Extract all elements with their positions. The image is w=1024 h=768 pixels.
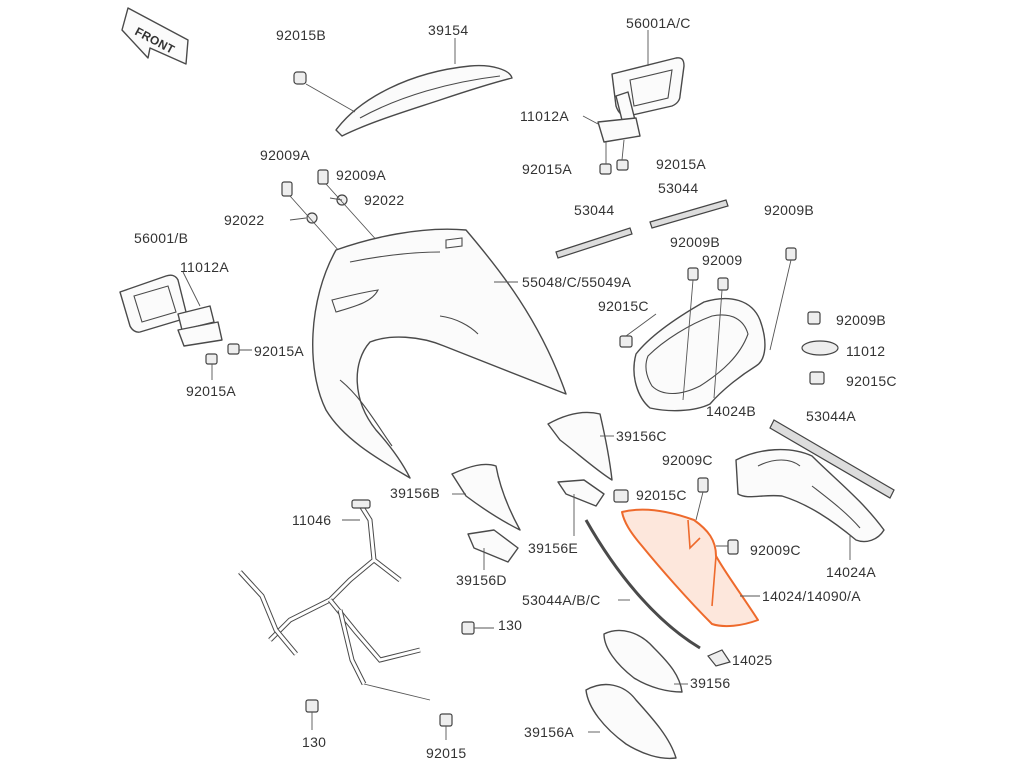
part-92015C-clip-right[interactable] bbox=[809, 371, 825, 385]
part-14025[interactable] bbox=[707, 649, 731, 667]
part-55048-upper-cowl[interactable] bbox=[312, 228, 567, 479]
label-53044A[interactable]: 53044A bbox=[806, 408, 856, 424]
label-92009A-l[interactable]: 92009A bbox=[260, 147, 310, 163]
label-39156D[interactable]: 39156D bbox=[456, 572, 507, 588]
part-14024B-inner-panel[interactable] bbox=[633, 297, 766, 412]
part-92015C-clip-mid[interactable] bbox=[613, 489, 629, 503]
label-130-r[interactable]: 130 bbox=[498, 617, 522, 633]
label-11012A-left[interactable]: 11012A bbox=[180, 259, 229, 275]
part-39156C[interactable] bbox=[547, 411, 613, 481]
part-39156E[interactable] bbox=[557, 479, 605, 507]
label-92015C-mid[interactable]: 92015C bbox=[636, 487, 687, 503]
part-53044-strip-2[interactable] bbox=[649, 199, 729, 229]
label-11012[interactable]: 11012 bbox=[846, 343, 885, 359]
label-14024B[interactable]: 14024B bbox=[706, 403, 756, 419]
label-14024A[interactable]: 14024A bbox=[826, 564, 876, 580]
label-92015A-left1[interactable]: 92015A bbox=[254, 343, 304, 359]
label-92015C-r[interactable]: 92015C bbox=[846, 373, 897, 389]
part-92015-nut[interactable] bbox=[439, 713, 453, 727]
part-56001A-mirror[interactable] bbox=[597, 57, 685, 143]
part-39156B[interactable] bbox=[451, 463, 521, 531]
part-53044-strip-1[interactable] bbox=[555, 227, 633, 259]
part-92022-washer-2[interactable] bbox=[306, 212, 318, 224]
label-92009C-r[interactable]: 92009C bbox=[750, 542, 801, 558]
part-92009B-bolt-mid[interactable] bbox=[687, 267, 699, 281]
label-92009C-top[interactable]: 92009C bbox=[662, 452, 713, 468]
label-14024-14090A[interactable]: 14024/14090/A bbox=[762, 588, 861, 604]
label-39156[interactable]: 39156 bbox=[690, 675, 730, 691]
label-39156A[interactable]: 39156A bbox=[524, 724, 574, 740]
label-53044-a[interactable]: 53044 bbox=[574, 202, 614, 218]
label-92022-r[interactable]: 92022 bbox=[364, 192, 404, 208]
label-92015A-left2[interactable]: 92015A bbox=[186, 383, 236, 399]
label-39154[interactable]: 39154 bbox=[428, 22, 468, 38]
part-14024-14090A-highlighted[interactable] bbox=[621, 508, 759, 628]
part-labels: 92015B 39154 56001A/C 11012A 92015A 9201… bbox=[134, 15, 897, 761]
label-56001AC[interactable]: 56001A/C bbox=[626, 15, 691, 31]
front-arrow-icon: FRONT bbox=[121, 7, 189, 65]
part-92009B-bolt-top[interactable] bbox=[785, 247, 797, 261]
part-92009A-bolt-1[interactable] bbox=[281, 181, 293, 197]
label-92015B[interactable]: 92015B bbox=[276, 27, 326, 43]
part-92015A-nut-2[interactable] bbox=[616, 159, 629, 171]
label-39156B[interactable]: 39156B bbox=[390, 485, 440, 501]
label-92015A-l[interactable]: 92015A bbox=[522, 161, 572, 177]
label-130-l[interactable]: 130 bbox=[302, 734, 326, 750]
label-39156E[interactable]: 39156E bbox=[528, 540, 578, 556]
part-11046-frame[interactable] bbox=[238, 499, 421, 686]
label-92009B-r[interactable]: 92009B bbox=[836, 312, 886, 328]
part-92015A-nut-left-1[interactable] bbox=[227, 343, 240, 355]
label-55048[interactable]: 55048/C/55049A bbox=[522, 274, 632, 290]
label-92022-l[interactable]: 92022 bbox=[224, 212, 264, 228]
label-14025[interactable]: 14025 bbox=[732, 652, 772, 668]
label-92015C-l[interactable]: 92015C bbox=[598, 298, 649, 314]
part-56001B-mirror[interactable] bbox=[119, 274, 223, 347]
part-130-bolt-right[interactable] bbox=[461, 621, 475, 635]
part-92015B[interactable] bbox=[293, 71, 307, 85]
part-53044A-strip[interactable] bbox=[769, 419, 895, 499]
label-92009[interactable]: 92009 bbox=[702, 252, 742, 268]
label-39156C[interactable]: 39156C bbox=[616, 428, 667, 444]
part-92015A-nut-left-2[interactable] bbox=[205, 353, 218, 365]
part-92015C-clip-left[interactable] bbox=[619, 335, 633, 348]
part-92009A-bolt-2[interactable] bbox=[317, 169, 329, 185]
label-56001B[interactable]: 56001/B bbox=[134, 230, 188, 246]
label-53044ABC[interactable]: 53044A/B/C bbox=[522, 592, 601, 608]
label-92009A-r[interactable]: 92009A bbox=[336, 167, 386, 183]
part-39156[interactable] bbox=[603, 629, 683, 693]
part-92015A-nut-1[interactable] bbox=[599, 163, 612, 175]
label-11046[interactable]: 11046 bbox=[292, 512, 331, 528]
part-39156D[interactable] bbox=[467, 529, 519, 563]
label-92015[interactable]: 92015 bbox=[426, 745, 466, 761]
part-130-bolt-left[interactable] bbox=[305, 699, 319, 713]
part-39156A[interactable] bbox=[585, 683, 677, 760]
part-14024A-frame[interactable] bbox=[735, 448, 885, 543]
part-39154[interactable] bbox=[335, 64, 513, 137]
label-92015A-r[interactable]: 92015A bbox=[656, 156, 706, 172]
part-53044ABC-strip[interactable] bbox=[584, 519, 701, 650]
part-11012-grommet[interactable] bbox=[801, 340, 839, 356]
label-92009B-top[interactable]: 92009B bbox=[764, 202, 814, 218]
part-92009B-bolt-right[interactable] bbox=[807, 311, 821, 325]
label-53044-b[interactable]: 53044 bbox=[658, 180, 698, 196]
part-92009C-bolt-top[interactable] bbox=[697, 477, 709, 493]
label-92009B-mid[interactable]: 92009B bbox=[670, 234, 720, 250]
part-92009C-bolt-right[interactable] bbox=[727, 539, 739, 555]
part-92009-bolt[interactable] bbox=[717, 277, 729, 291]
label-11012A-top[interactable]: 11012A bbox=[520, 108, 569, 124]
